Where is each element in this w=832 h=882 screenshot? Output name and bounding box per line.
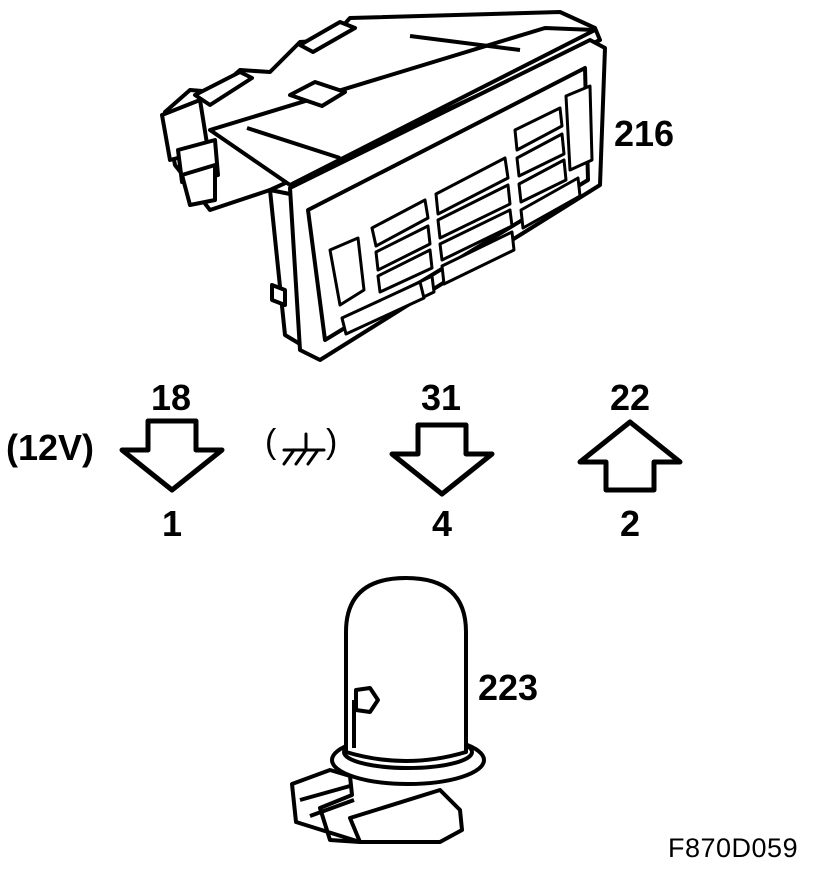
- bulb-with-socket-icon: [290, 576, 486, 844]
- arrow-down-icon: [389, 422, 495, 497]
- terminal-wire-22: 22: [609, 377, 651, 418]
- climate-control-panel-icon: [160, 10, 607, 362]
- terminal-pin-1: 1: [161, 503, 183, 544]
- terminal-wire-31: 31: [420, 377, 462, 418]
- terminal-pin-2: 2: [619, 503, 641, 544]
- arrow-down-icon: [119, 418, 225, 493]
- terminal-note-12v: (12V): [6, 427, 95, 468]
- terminal-wire-18: 18: [150, 377, 192, 418]
- terminal-pin-4: 4: [431, 503, 453, 544]
- ground-symbol-icon: [282, 432, 326, 466]
- bulb-label: 223: [478, 667, 539, 708]
- arrow-up-icon: [577, 419, 683, 493]
- ground-close-paren: ): [326, 423, 338, 461]
- control-unit-label: 216: [614, 113, 675, 154]
- ground-open-paren: (: [265, 423, 277, 461]
- figure-code: F870D059: [668, 833, 799, 863]
